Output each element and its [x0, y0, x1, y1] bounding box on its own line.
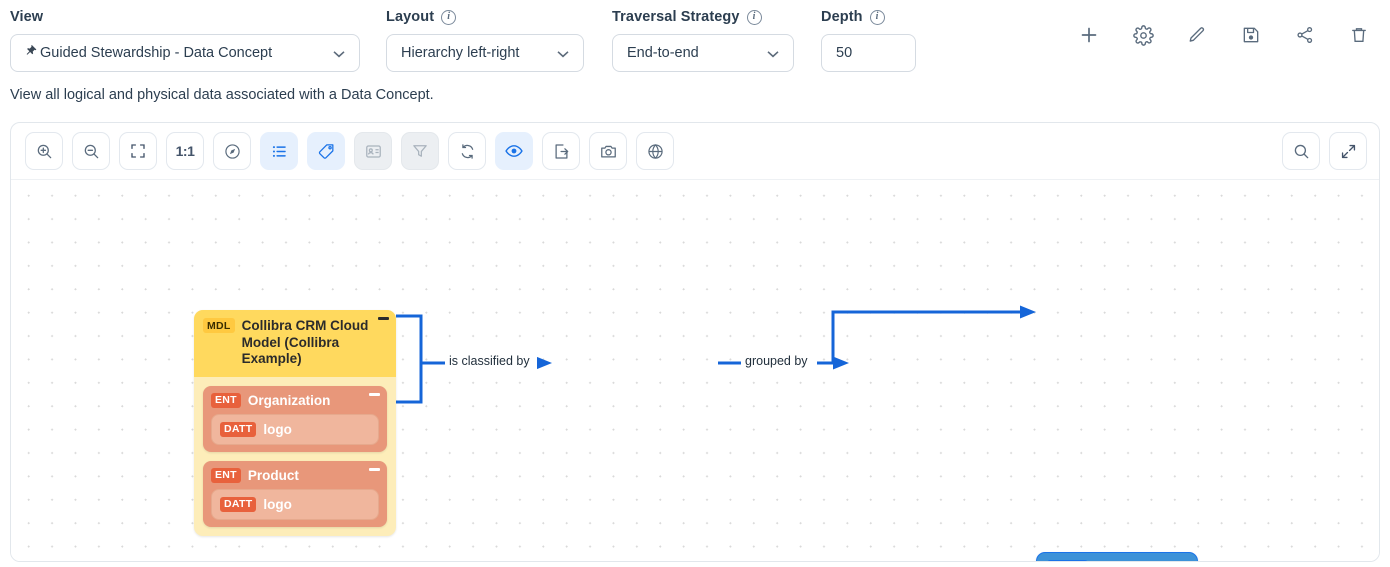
entity-title: Organization: [247, 392, 331, 408]
view-selected-value: Guided Stewardship - Data Concept: [40, 45, 273, 61]
traversal-select[interactable]: End-to-end: [612, 34, 794, 72]
badge-datt: DATT: [220, 496, 257, 512]
layout-select[interactable]: Hierarchy left-right: [386, 34, 584, 72]
page-subtitle: View all logical and physical data assoc…: [10, 87, 434, 103]
collapse-entity-button[interactable]: [369, 467, 380, 471]
traversal-label-text: Traversal Strategy: [612, 9, 740, 25]
graph-toolbar-right: [1282, 132, 1367, 170]
zoom-in-button[interactable]: [25, 132, 63, 170]
pencil-icon[interactable]: [1184, 22, 1210, 48]
eye-icon[interactable]: [495, 132, 533, 170]
edge-label-classified-by: is classified by: [449, 354, 530, 368]
depth-label: Depth i: [821, 8, 916, 26]
view-label: View: [10, 8, 360, 26]
gear-icon[interactable]: [1130, 22, 1156, 48]
info-icon[interactable]: i: [441, 9, 457, 25]
graph-panel: 1:1: [10, 122, 1380, 562]
depth-value: 50: [836, 45, 853, 61]
expand-arrows-icon[interactable]: [1329, 132, 1367, 170]
node-data-entity-organization[interactable]: ENT Organization DATT logo: [203, 385, 387, 452]
top-control-bar: View Guided Stewardship - Data Concept L…: [0, 0, 1390, 78]
traversal-selected-value: End-to-end: [627, 45, 699, 61]
actual-size-label: 1:1: [175, 143, 195, 159]
traversal-label: Traversal Strategy i: [612, 8, 794, 26]
collapse-model-button[interactable]: [378, 317, 389, 320]
zoom-out-button[interactable]: [72, 132, 110, 170]
depth-input[interactable]: 50: [821, 34, 916, 72]
list-icon[interactable]: [260, 132, 298, 170]
view-label-text: View: [10, 9, 44, 25]
share-icon[interactable]: [1292, 22, 1318, 48]
attribute-title: logo: [263, 421, 292, 437]
layout-label: Layout i: [386, 8, 584, 26]
actual-size-button[interactable]: 1:1: [166, 132, 204, 170]
compass-icon[interactable]: [213, 132, 251, 170]
search-icon[interactable]: [1282, 132, 1320, 170]
depth-label-text: Depth: [821, 9, 863, 25]
badge-ent: ENT: [211, 467, 241, 483]
node-data-model[interactable]: MDL Collibra CRM Cloud Model (Collibra E…: [194, 310, 396, 536]
collapse-entity-button[interactable]: [369, 392, 380, 396]
graph-toolbar: 1:1: [11, 123, 1379, 179]
entity-header: ENT Organization: [203, 386, 387, 414]
info-icon[interactable]: i: [746, 9, 762, 25]
node-data-entity-product[interactable]: ENT Product DATT logo: [203, 460, 387, 527]
chevron-down-icon: [323, 47, 345, 60]
edge-label-grouped-by: grouped by: [745, 354, 808, 368]
info-icon[interactable]: i: [869, 9, 885, 25]
layout-label-text: Layout: [386, 9, 435, 25]
export-file-icon[interactable]: [542, 132, 580, 170]
pin-icon: [25, 45, 38, 61]
domain-node-body: DDOM Product: [1036, 552, 1198, 561]
model-title: Collibra CRM Cloud Model (Collibra Examp…: [241, 318, 369, 366]
refresh-icon[interactable]: [448, 132, 486, 170]
fit-screen-button[interactable]: [119, 132, 157, 170]
view-select[interactable]: Guided Stewardship - Data Concept: [10, 34, 360, 72]
action-icon-bar: [1076, 22, 1372, 48]
funnel-icon: [401, 132, 439, 170]
save-disk-icon[interactable]: [1238, 22, 1264, 48]
entity-title: Product: [247, 467, 299, 483]
entity-header: ENT Product: [203, 461, 387, 489]
traversal-control-group: Traversal Strategy i End-to-end: [612, 8, 794, 72]
badge-ent: ENT: [211, 392, 241, 408]
node-data-attribute[interactable]: DATT logo: [211, 413, 379, 445]
badge-ddom: DDOM: [1047, 560, 1089, 561]
layout-selected-value: Hierarchy left-right: [401, 45, 520, 61]
trash-icon[interactable]: [1346, 22, 1372, 48]
tag-icon[interactable]: [307, 132, 345, 170]
graph-edges: [396, 305, 1036, 404]
model-header: MDL Collibra CRM Cloud Model (Collibra E…: [194, 310, 396, 377]
globe-icon[interactable]: [636, 132, 674, 170]
node-data-attribute[interactable]: DATT logo: [211, 488, 379, 520]
node-data-domain-product[interactable]: DDOM Product: [1036, 552, 1198, 561]
chevron-down-icon: [547, 47, 569, 60]
graph-canvas[interactable]: is classified by grouped by MDL Collibra…: [11, 179, 1379, 561]
chevron-down-icon: [757, 47, 779, 60]
badge-datt: DATT: [220, 421, 257, 437]
camera-icon[interactable]: [589, 132, 627, 170]
depth-control-group: Depth i 50: [821, 8, 916, 72]
add-button[interactable]: [1076, 22, 1102, 48]
attribute-title: logo: [263, 496, 292, 512]
layout-control-group: Layout i Hierarchy left-right: [386, 8, 584, 72]
domain-title: Product: [1097, 560, 1150, 561]
view-control-group: View Guided Stewardship - Data Concept: [10, 8, 360, 72]
id-card-icon: [354, 132, 392, 170]
badge-mdl: MDL: [203, 318, 235, 334]
